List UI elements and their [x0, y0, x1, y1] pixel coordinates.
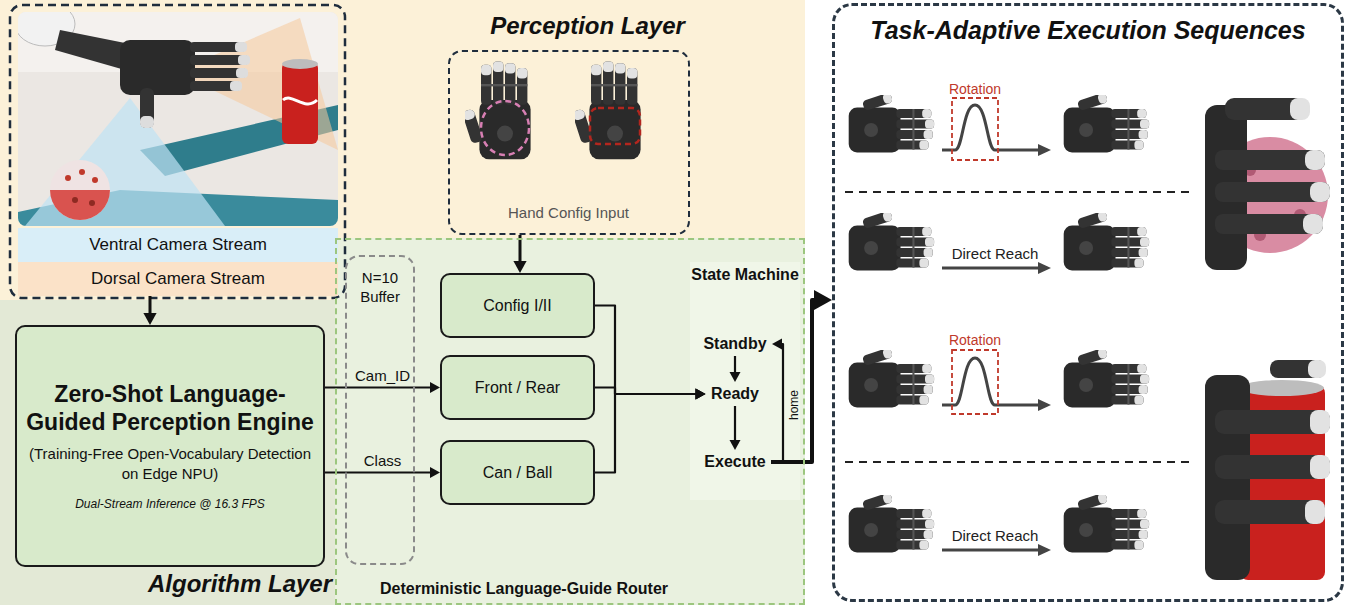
node-text: Dual-Stream Inference @ 16.3 FPS [75, 497, 265, 511]
engine-box: Zero-Shot Language-Guided Perception Eng… [15, 325, 325, 567]
connector [595, 389, 706, 473]
connector [325, 467, 440, 478]
node-text: Ready [711, 385, 759, 403]
node-text: Execute [704, 453, 765, 471]
step-label: Direct Reach [952, 245, 1039, 262]
node-text: Dorsal Camera Stream [91, 269, 265, 289]
stream-label: Ventral Camera Stream [18, 228, 338, 262]
node-text: Task-Adaptive Execution Sequences [835, 16, 1341, 45]
connector [325, 382, 440, 393]
node-text: (Training-Free Open-Vocabulary Detection… [23, 444, 317, 483]
algorithm-band: Algorithm Layer Zero-Shot Language-Guided… [0, 238, 805, 605]
arrowhead [730, 440, 741, 450]
connector-line [595, 306, 700, 395]
arrowhead [772, 339, 782, 350]
arrowhead [513, 261, 526, 273]
arrowhead [430, 382, 440, 393]
connector-line [595, 394, 700, 473]
node-text: Config I/II [483, 297, 551, 315]
hand-config-panel: Hand Config Input [448, 50, 690, 235]
connector [771, 339, 783, 463]
step-label: Rotation [949, 332, 1001, 348]
node-text: State Machine [690, 266, 800, 284]
node-text: Perception Layer [475, 12, 700, 40]
connector [595, 306, 706, 400]
state: Standby [698, 332, 772, 356]
state-machine: State MachineStandbyReadyExecute [690, 262, 800, 500]
edge-label: home [787, 390, 801, 420]
node-text: Algorithm Layer [135, 570, 345, 598]
arrowhead [143, 313, 156, 325]
arrowhead [696, 389, 706, 400]
connector-line [325, 471, 434, 473]
arrowhead [430, 467, 440, 478]
node-text: Deterministic Language-Guide Router [339, 580, 709, 598]
step-label: Rotation [949, 81, 1001, 97]
connector [513, 235, 526, 273]
stream-label: Dorsal Camera Stream [18, 262, 338, 296]
node-text: Zero-Shot Language-Guided Perception Eng… [23, 381, 317, 436]
node-text: Standby [703, 335, 766, 353]
connector-line [325, 386, 434, 388]
node-text: Ventral Camera Stream [89, 235, 267, 255]
edge-label: Class [364, 452, 402, 469]
connector [730, 406, 741, 450]
node-text: N=10 Buffer [347, 269, 413, 307]
node-text: Front / Rear [475, 379, 560, 397]
arrowhead [696, 389, 706, 400]
connector [730, 356, 741, 382]
connector [771, 290, 832, 462]
process-box: Can / Ball [440, 440, 595, 505]
arrowhead [730, 372, 741, 382]
connector [143, 296, 156, 325]
connector-line [734, 406, 736, 444]
node-text: Hand Config Input [450, 204, 687, 221]
connector-line [771, 344, 783, 462]
process-box: Config I/II [440, 273, 595, 338]
step-label: Direct Reach [952, 527, 1039, 544]
connector-line [771, 300, 821, 462]
router-region: Deterministic Language-Guide Router N=10 … [335, 238, 805, 605]
node-text: Can / Ball [483, 464, 552, 482]
edge-label: Cam_ID [355, 367, 410, 384]
state: Execute [699, 450, 771, 474]
arrowhead [696, 389, 706, 400]
buffer-box: N=10 Buffer [345, 255, 415, 565]
process-box: Front / Rear [440, 355, 595, 420]
sequence-panel: Task-Adaptive Execution Sequences [832, 3, 1344, 602]
state: Ready [706, 382, 765, 406]
arrowhead [814, 290, 832, 310]
